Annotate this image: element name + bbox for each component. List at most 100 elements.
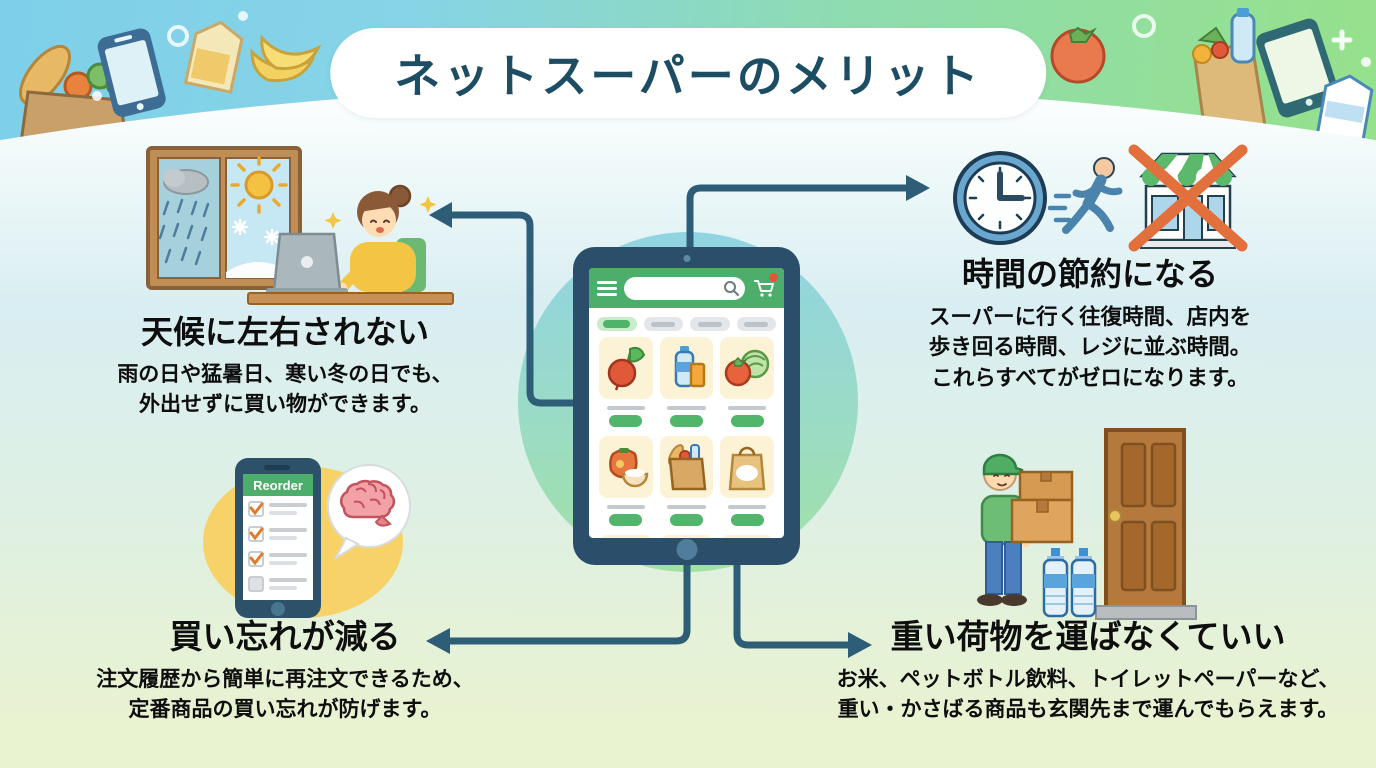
reorder-phone: Reorder: [235, 458, 321, 618]
product-card-paper-bag: [720, 436, 774, 498]
product-card-partial: [659, 535, 714, 538]
sparkles: [324, 196, 437, 229]
arrow-line-heavy: [733, 559, 854, 649]
reorder-header-label: Reorder: [253, 478, 303, 493]
body-line: 外出せずに買い物ができます。: [139, 393, 431, 417]
section-heading-reorder: 買い忘れが減る: [169, 618, 401, 655]
tablet-screen: [589, 268, 784, 538]
time-saving-illustration: [953, 144, 1248, 252]
product-card-drinks: [659, 337, 714, 399]
arrow-line-time: [686, 184, 912, 251]
bubble-dot: [92, 91, 102, 101]
running-person-icon: [1062, 157, 1123, 234]
title-pill: ネットスーパーのメリット: [330, 28, 1046, 118]
product-title-line: [667, 406, 706, 410]
cart-button: [752, 273, 778, 300]
weather-window-illustration: [146, 146, 454, 305]
arrowhead-weather: [429, 202, 452, 228]
product-cell: [720, 337, 774, 436]
body-line: 定番商品の買い忘れが防げます。: [128, 698, 442, 722]
checklist: [248, 501, 307, 592]
section-heading-weather: 天候に左右されない: [140, 314, 429, 350]
crossed-out-x: [1128, 144, 1248, 252]
arrowhead-time: [906, 175, 930, 201]
desk: [247, 292, 454, 305]
search-bar: [624, 276, 745, 300]
body-line: 雨の日や猛暑日、寒い冬の日でも、: [117, 362, 453, 386]
product-card-grocery-bag: [659, 436, 714, 498]
add-button: [669, 415, 704, 427]
clock-icon: [953, 151, 1047, 245]
section-body-time: スーパーに行く往復時間、店内を 歩き回る時間、レジに並ぶ時間。 これらすべてがゼ…: [905, 302, 1275, 394]
product-cell: [599, 436, 653, 535]
body-line: 重い・かさばる商品も玄関先まで運んでもらえます。: [837, 698, 1339, 722]
tomato-cabbage-icon: [724, 349, 770, 387]
section-time: 時間の節約になる スーパーに行く往復時間、店内を 歩き回る時間、レジに並ぶ時間。…: [905, 256, 1275, 393]
milk-carton-icon: [1315, 74, 1374, 146]
search-icon: [724, 280, 739, 296]
category-pill: [643, 317, 683, 331]
product-grid-row3-partial: [589, 535, 784, 538]
body-line: 注文履歴から簡単に再注文できるため、: [96, 667, 474, 691]
arrowhead-heavy: [848, 632, 872, 658]
add-button: [669, 514, 704, 526]
snow-mound: [226, 262, 290, 278]
arrowhead-reorder: [426, 628, 450, 654]
tablet-icon: [1256, 18, 1340, 118]
section-weather: 天候に左右されない 雨の日や猛暑日、寒い冬の日でも、 外出せずに買い物ができます…: [60, 314, 510, 421]
cart-icon: [754, 280, 774, 297]
tablet-camera-dot: [683, 255, 690, 262]
product-title-line: [727, 406, 767, 410]
rice-bag-bowl-icon: [608, 448, 649, 488]
menu-icon: [597, 280, 617, 296]
product-cell: [659, 436, 714, 535]
tablet-device: [573, 247, 800, 565]
product-card-partial: [720, 535, 774, 538]
section-body-heavy: お米、ペットボトル飲料、トイレットペーパーなど、 重い・かさばる商品も玄関先まで…: [828, 665, 1348, 726]
section-reorder: 買い忘れが減る 注文履歴から簡単に再注文できるため、 定番商品の買い忘れが防げま…: [60, 618, 510, 726]
add-button: [730, 514, 764, 526]
milk-carton-icon: [183, 20, 244, 94]
section-body-weather: 雨の日や猛暑日、寒い冬の日でも、 外出せずに買い物ができます。: [60, 360, 510, 421]
product-card-rice: [599, 436, 653, 498]
product-card-beet: [599, 337, 653, 399]
section-body-reorder: 注文履歴から簡単に再注文できるため、 定番商品の買い忘れが防げます。: [60, 665, 510, 726]
add-button: [609, 514, 643, 526]
page-title: ネットスーパーのメリット: [394, 50, 982, 102]
tablet-home-button: [676, 539, 697, 560]
product-cell: [599, 337, 653, 436]
body-line: これらすべてがゼロになります。: [931, 365, 1249, 390]
beet-icon: [607, 346, 645, 391]
rain-lines: [158, 198, 210, 266]
sun-icon: [230, 156, 288, 214]
grocery-bag-icon: [668, 444, 707, 491]
section-heavy: 重い荷物を運ばなくていい お米、ペットボトル飲料、トイレットペーパーなど、 重い…: [828, 618, 1348, 726]
woman-at-laptop: [336, 184, 416, 294]
bubble-ring: [1132, 14, 1156, 38]
brain-speech-bubble: [327, 464, 411, 561]
body-line: お米、ペットボトル飲料、トイレットペーパーなど、: [836, 667, 1340, 691]
category-pill: [690, 317, 730, 331]
water-bottles-icon: [1042, 548, 1097, 618]
smartphone-icon: [97, 28, 166, 117]
snowflakes: [231, 218, 281, 246]
category-pill: [736, 317, 776, 331]
product-title-line: [606, 406, 646, 410]
product-grid-row1: [589, 337, 784, 436]
product-title-line: [606, 505, 646, 509]
add-button: [730, 415, 764, 427]
plus-decoration: [1331, 29, 1353, 51]
bubble-dot: [238, 11, 248, 21]
category-pill-active: [597, 317, 637, 331]
brain-icon: [339, 479, 396, 527]
bubble-ring: [167, 25, 189, 47]
bubble-dot: [1361, 57, 1371, 67]
product-title-line: [727, 505, 767, 509]
product-card-partial: [599, 535, 653, 538]
doorstep: [1095, 605, 1197, 620]
category-pills: [589, 308, 784, 337]
product-cell: [720, 436, 774, 535]
product-card-vegetables: [720, 337, 774, 399]
decoration-groceries-top-right: [1050, 8, 1374, 146]
